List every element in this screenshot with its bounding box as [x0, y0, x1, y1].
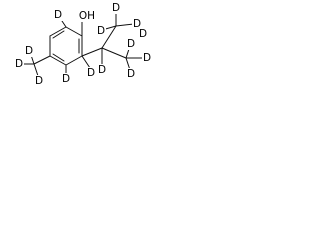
ring-double-bond [52, 30, 65, 39]
methyl-d-bond [115, 23, 135, 27]
methyl-d-bond [33, 63, 39, 77]
deuterium-label: D [127, 68, 135, 80]
label-bg [76, 10, 98, 22]
substituent-bonds [21, 11, 145, 77]
ring-bond [65, 55, 83, 66]
methyl-bond [33, 55, 51, 65]
label-bg [126, 68, 136, 80]
deuterium-label: D [139, 28, 147, 40]
label-bg [34, 75, 44, 87]
deuterium-label: D [87, 67, 95, 79]
label-bg [97, 64, 107, 76]
deuterium-label: D [98, 64, 106, 76]
ring-bond [49, 55, 67, 66]
label-bg [96, 25, 106, 37]
deuterium-label: D [15, 58, 23, 70]
deuterium-label: D [143, 52, 151, 64]
deuterium-label: D [112, 2, 120, 14]
ring-double-bond [52, 53, 65, 62]
label-bg [61, 73, 71, 85]
label-bg [24, 45, 34, 57]
deuterium-label: D [25, 45, 33, 57]
ring-d-bond [81, 55, 91, 69]
label-bg [142, 52, 152, 64]
label-bg [132, 18, 142, 30]
label-bg [126, 38, 136, 50]
deuterium-label: D [127, 38, 135, 50]
label-bg [138, 28, 148, 40]
label-bg [54, 9, 63, 21]
deuterium-label: D [133, 18, 141, 30]
hydroxyl-label: OH [79, 10, 95, 22]
deuterium-label: D [54, 9, 62, 21]
deuterium-label: D [97, 25, 105, 37]
label-bg [14, 58, 24, 70]
label-bg [111, 2, 121, 14]
label-bg [86, 67, 96, 79]
deuterium-label: D [62, 73, 70, 85]
ring-bond [49, 26, 67, 37]
isopropyl-bond [101, 25, 117, 49]
deuterium-label: D [35, 75, 43, 87]
atom-labels: OH D D D D D D D D D D D D D D [14, 2, 152, 87]
isopropyl-bond [81, 47, 103, 57]
molecule-structure-diagram: OH D D D D D D D D D D D D D D [14, 2, 152, 87]
isopropyl-bond [101, 47, 127, 59]
benzene-ring [49, 26, 83, 66]
ring-bond [65, 26, 83, 37]
